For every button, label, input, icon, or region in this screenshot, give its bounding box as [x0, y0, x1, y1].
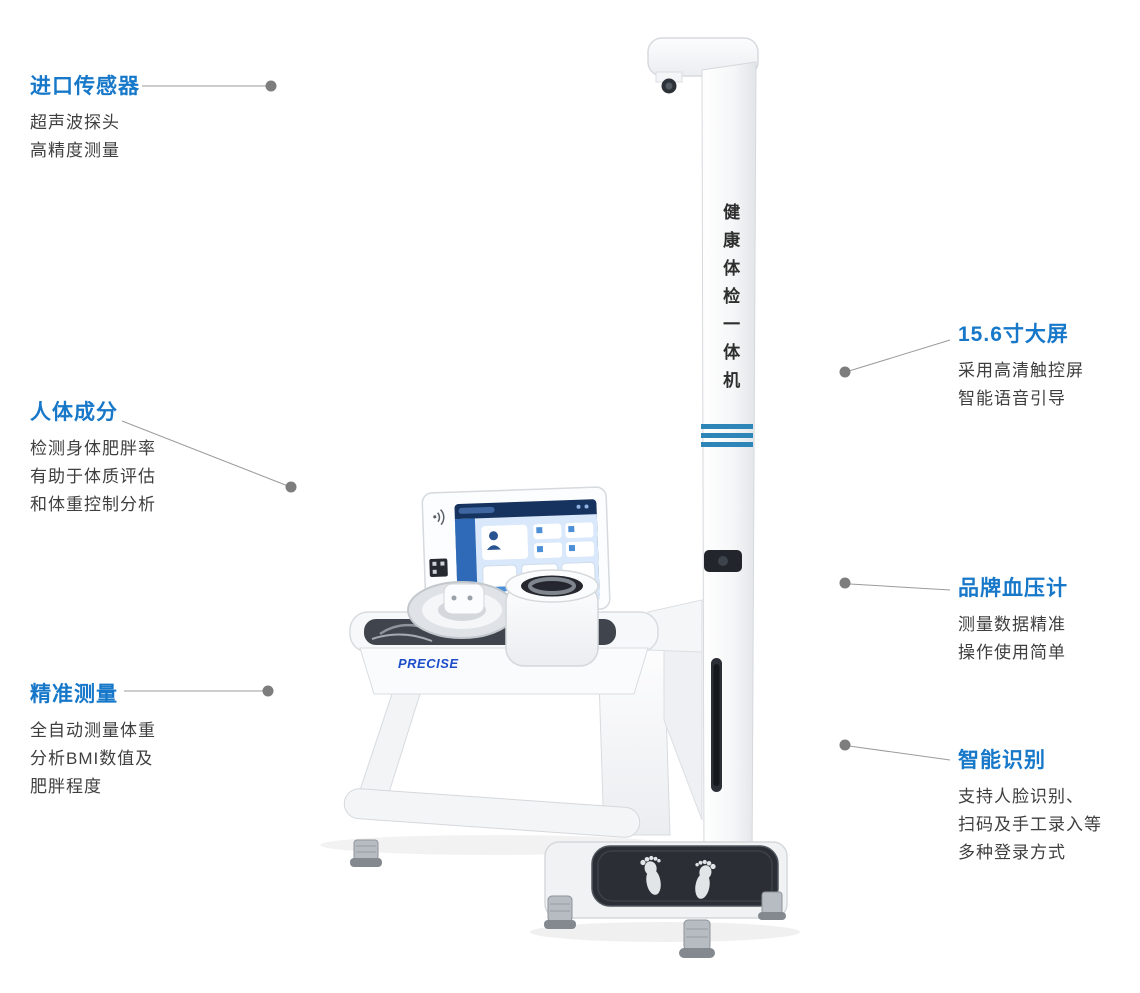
- callout-line: 分析BMI数值及: [30, 749, 154, 768]
- callout-line: 智能语音引导: [958, 389, 1066, 408]
- callout-precise-measurement: 精准测量 全自动测量体重 分析BMI数值及 肥胖程度: [30, 678, 250, 801]
- footprint-left: [640, 855, 661, 895]
- leader-line-screen: [848, 339, 951, 372]
- callout-line: 高精度测量: [30, 141, 120, 160]
- leveling-foot-left: [350, 839, 382, 867]
- callout-title: 15.6寸大屏: [958, 323, 1069, 346]
- leveling-foot-platform-right: [758, 891, 786, 920]
- leader-line-body-composition: [121, 420, 289, 487]
- leader-dot-body-composition: [285, 481, 297, 493]
- floor-shadow-right: [530, 922, 800, 942]
- callout-line: 操作使用简单: [958, 643, 1066, 662]
- callout-blood-pressure: 品牌血压计 测量数据精准 操作使用简单: [958, 572, 1140, 667]
- callout-line: 和体重控制分析: [30, 495, 156, 514]
- blood-pressure-monitor: [505, 569, 599, 667]
- callout-line: 支持人脸识别、: [958, 787, 1084, 806]
- callout-title: 精准测量: [30, 683, 118, 706]
- callout-line: 扫码及手工录入等: [958, 815, 1102, 834]
- callout-line: 采用高清触控屏: [958, 361, 1084, 380]
- pillar-stripes: [701, 424, 753, 447]
- height-ruler-slot: [711, 658, 722, 792]
- callout-line: 测量数据精准: [958, 615, 1066, 634]
- leveling-foot-platform-left: [544, 895, 576, 929]
- callout-title: 品牌血压计: [958, 577, 1068, 600]
- weighing-platform: [544, 841, 788, 919]
- callout-smart-recognition: 智能识别 支持人脸识别、 扫码及手工录入等 多种登录方式: [958, 744, 1140, 867]
- callout-line: 有助于体质评估: [30, 467, 156, 486]
- callout-title: 智能识别: [958, 749, 1046, 772]
- footprint-right: [695, 859, 716, 899]
- callout-line: 多种登录方式: [958, 843, 1066, 862]
- brand-logo: PRECISE: [398, 656, 459, 671]
- leader-dot-recognition: [839, 739, 851, 751]
- leader-line-blood-pressure: [849, 583, 951, 591]
- callout-line: 全自动测量体重: [30, 721, 156, 740]
- callout-title: 人体成分: [30, 401, 118, 424]
- callout-line: 肥胖程度: [30, 777, 102, 796]
- leader-dot-blood-pressure: [839, 577, 851, 589]
- leader-dot-measurement: [262, 685, 274, 697]
- pillar-vertical-label: 健康体检一体机: [720, 203, 740, 399]
- nfc-icon: [433, 509, 445, 526]
- foot-platform-surface: [591, 845, 779, 907]
- grip-handles: [407, 581, 517, 639]
- callout-large-screen: 15.6寸大屏 采用高清触控屏 智能语音引导: [958, 318, 1140, 413]
- callout-imported-sensor: 进口传感器 超声波探头 高精度测量: [30, 70, 250, 165]
- callout-line: 超声波探头: [30, 113, 120, 132]
- floor-bar: [343, 788, 641, 838]
- callout-line: 检测身体肥胖率: [30, 439, 156, 458]
- leader-dot-screen: [839, 366, 851, 378]
- callout-title: 进口传感器: [30, 75, 140, 98]
- leader-dot-sensor: [265, 80, 277, 92]
- leveling-foot-platform-front: [679, 919, 715, 958]
- qr-window: [429, 558, 448, 577]
- leader-line-recognition: [848, 745, 951, 761]
- callout-body-composition: 人体成分 检测身体肥胖率 有助于体质评估 和体重控制分析: [30, 396, 250, 519]
- scanner-window: [704, 550, 742, 572]
